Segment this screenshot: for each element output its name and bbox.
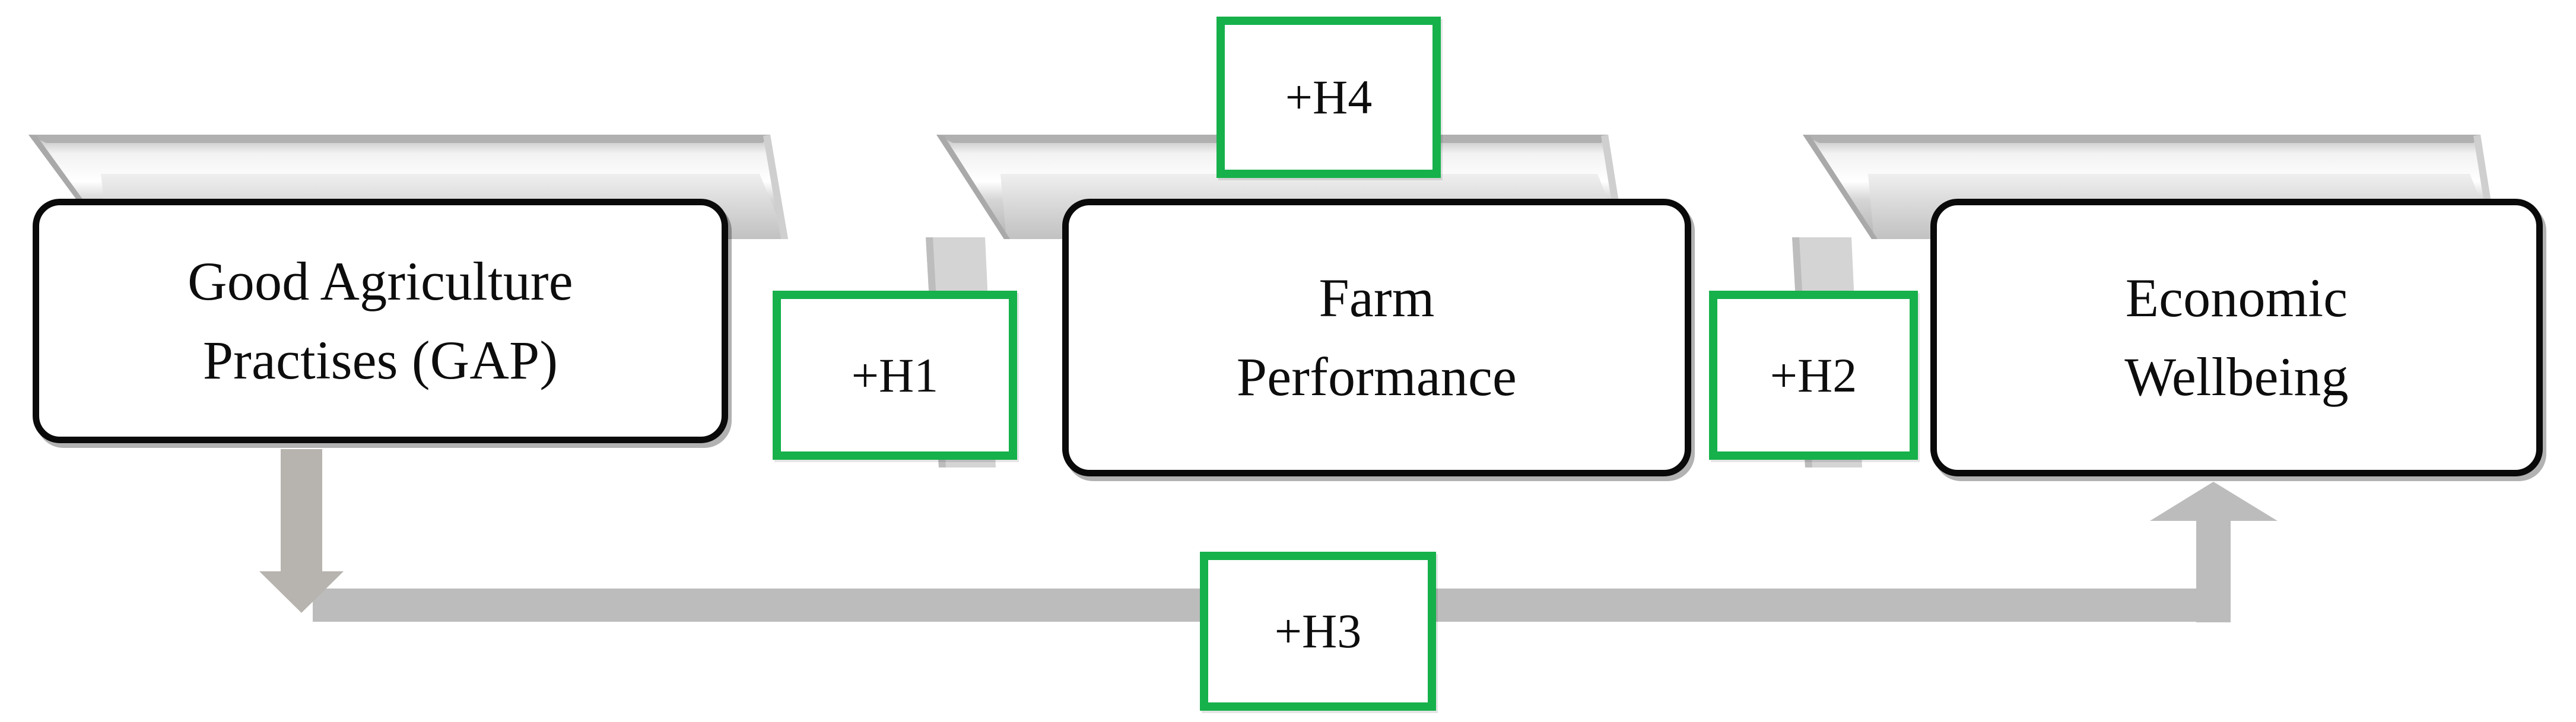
node-label-farm: Farm Performance xyxy=(1236,267,1517,407)
hypothesis-label-h3: +H3 xyxy=(1274,604,1362,658)
arrow-up-icon xyxy=(2150,482,2278,521)
hypothesis-box-h2[interactable]: +H2 xyxy=(1709,291,1918,460)
hypothesis-box-h3[interactable]: +H3 xyxy=(1200,552,1436,711)
hypothesis-box-h4[interactable]: +H4 xyxy=(1216,17,1441,178)
node-box-farm[interactable]: Farm Performance xyxy=(1062,199,1691,476)
node-label-gap: Good Agriculture Practises (GAP) xyxy=(188,250,573,390)
node-box-econ[interactable]: Economic Wellbeing xyxy=(1930,199,2543,476)
hypothesis-label-h1: +H1 xyxy=(851,348,939,402)
node-label-econ: Economic Wellbeing xyxy=(2124,267,2349,407)
hypothesis-label-h2: +H2 xyxy=(1770,348,1857,402)
arrow-down-icon xyxy=(259,571,344,613)
node-box-gap[interactable]: Good Agriculture Practises (GAP) xyxy=(33,199,728,443)
hypothesis-label-h4: +H4 xyxy=(1285,70,1373,124)
hypothesis-box-h1[interactable]: +H1 xyxy=(773,291,1017,460)
